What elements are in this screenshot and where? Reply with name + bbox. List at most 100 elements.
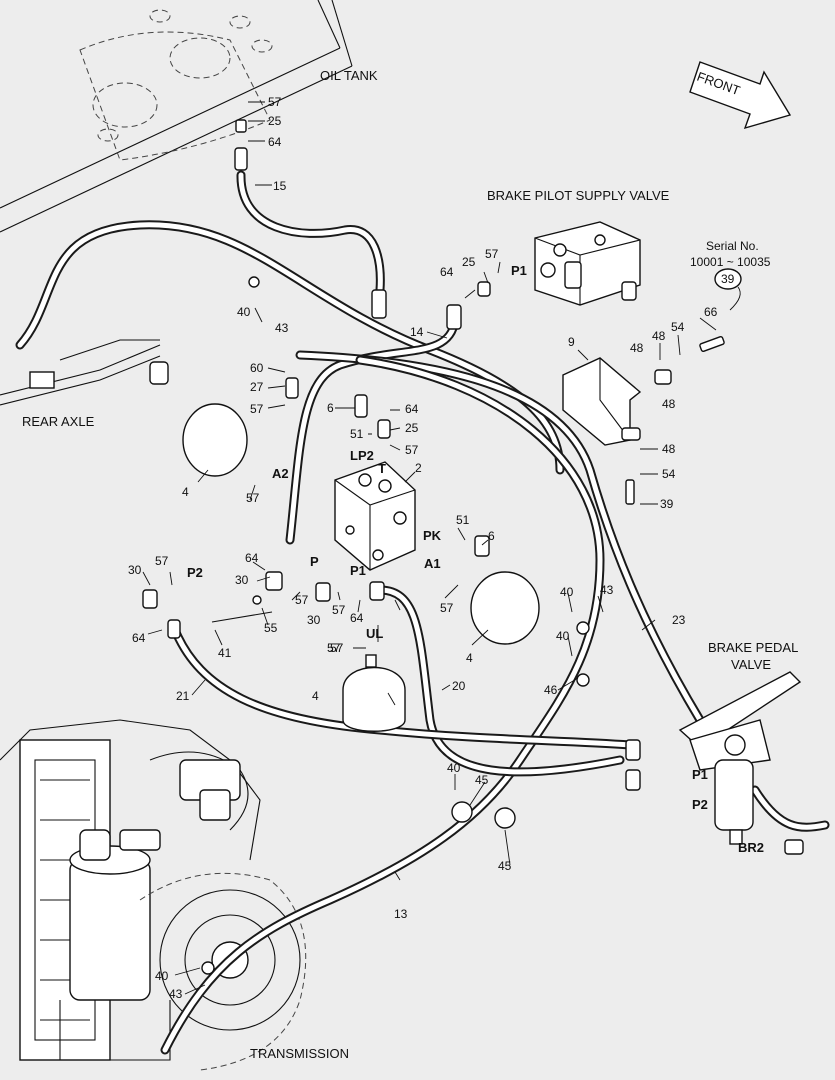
callout-number: 2 xyxy=(415,461,422,475)
callout-number: 64 xyxy=(440,265,454,279)
leader-lines xyxy=(142,101,741,995)
callout-number: 57 xyxy=(440,601,454,615)
port-t: T xyxy=(378,461,386,476)
port-p1-pedal: P1 xyxy=(692,767,708,782)
callout-number: 25 xyxy=(462,255,476,269)
callout-number: 57 xyxy=(155,554,169,568)
port-p2-pedal: P2 xyxy=(692,797,708,812)
rear-axle-illustration xyxy=(0,339,169,406)
callout-number: 15 xyxy=(273,179,287,193)
part-callouts: 57 25 64 15 64 25 57 40 43 14 66 9 48 48… xyxy=(128,95,718,1001)
serial-range: 10001 ~ 10035 xyxy=(690,255,771,269)
callout-number: 20 xyxy=(452,679,466,693)
callout-number: 57 xyxy=(250,402,264,416)
port-p1-top: P1 xyxy=(511,263,527,278)
fittings xyxy=(142,119,804,975)
callout-number: 43 xyxy=(600,583,614,597)
callout-number: 40 xyxy=(155,969,169,983)
callout-number: 48 xyxy=(630,341,644,355)
callout-number: 48 xyxy=(662,442,676,456)
callout-number: 13 xyxy=(394,907,408,921)
port-ul: UL xyxy=(366,626,383,641)
callout-number: 4 xyxy=(182,485,189,499)
callout-number: 57 xyxy=(485,247,499,261)
callout-number: 40 xyxy=(447,761,461,775)
callout-number: 27 xyxy=(250,380,264,394)
brake-pedal-valve xyxy=(678,671,802,845)
port-a1: A1 xyxy=(424,556,441,571)
callout-number: 57 xyxy=(330,641,344,655)
callout-number: 51 xyxy=(456,513,470,527)
brake-pedal-title-line2: VALVE xyxy=(731,657,771,672)
callout-number: 30 xyxy=(307,613,321,627)
transmission-illustration xyxy=(0,719,307,1071)
callout-number: 40 xyxy=(556,629,570,643)
valve-block-2 xyxy=(334,461,416,571)
brake-pedal-title-line1: BRAKE PEDAL xyxy=(708,640,798,655)
callout-number: 57 xyxy=(327,641,341,655)
accumulators xyxy=(182,403,540,732)
brake-pilot-supply-valve xyxy=(534,221,641,306)
oil-tank-illustration xyxy=(0,0,353,233)
hoses xyxy=(15,170,830,1055)
callout-number: 57 xyxy=(332,603,346,617)
callout-number: 25 xyxy=(268,114,282,128)
serial-label: Serial No. xyxy=(706,239,759,253)
callout-number: 45 xyxy=(475,773,489,787)
callout-number: 57 xyxy=(405,443,419,457)
callout-number: 30 xyxy=(235,573,249,587)
callout-number: 43 xyxy=(275,321,289,335)
oil-tank-title: OIL TANK xyxy=(320,68,378,83)
callout-number: 23 xyxy=(672,613,686,627)
callout-number: 57 xyxy=(295,593,309,607)
callout-number: 30 xyxy=(128,563,142,577)
callout-number: 6 xyxy=(488,529,495,543)
brake-pilot-supply-valve-title: BRAKE PILOT SUPPLY VALVE xyxy=(487,188,670,203)
front-direction-arrow: FRONT xyxy=(689,61,792,130)
callout-number: 40 xyxy=(237,305,251,319)
port-p2-left: P2 xyxy=(187,565,203,580)
accumulator-right xyxy=(470,571,540,645)
callout-number: 64 xyxy=(350,611,364,625)
callout-number: 57 xyxy=(268,95,282,109)
serial-ref-circle xyxy=(714,268,742,290)
callout-number: 43 xyxy=(169,987,183,1001)
port-pk: PK xyxy=(423,528,442,543)
port-p1-mid: P1 xyxy=(350,563,366,578)
callout-number: 45 xyxy=(498,859,512,873)
callout-number: 4 xyxy=(312,689,319,703)
hose-rear-loop xyxy=(15,220,565,475)
callout-number: 54 xyxy=(662,467,676,481)
callout-number: 54 xyxy=(671,320,685,334)
callout-number: 48 xyxy=(652,329,666,343)
port-labels: LP2 T A2 PK P P2 P1 A1 UL P1 P1 P2 BR2 xyxy=(187,263,764,855)
callout-number: 64 xyxy=(268,135,282,149)
callout-number: 66 xyxy=(704,305,718,319)
callout-number: 41 xyxy=(218,646,232,660)
bracket-9 xyxy=(562,357,642,446)
port-a2: A2 xyxy=(272,466,289,481)
callout-number: 60 xyxy=(250,361,264,375)
callout-number: 64 xyxy=(245,551,259,565)
callout-number: 25 xyxy=(405,421,419,435)
callout-number: 64 xyxy=(405,402,419,416)
titles: OIL TANK BRAKE PILOT SUPPLY VALVE Serial… xyxy=(22,68,798,1061)
callout-number: 57 xyxy=(246,491,260,505)
callout-number: 55 xyxy=(264,621,278,635)
callout-number: 21 xyxy=(176,689,190,703)
callout-number: 51 xyxy=(350,427,364,441)
port-p: P xyxy=(310,554,319,569)
port-lp2: LP2 xyxy=(350,448,374,463)
accumulator-lower xyxy=(342,666,406,732)
port-br2: BR2 xyxy=(738,840,764,855)
callout-number: 46 xyxy=(544,683,558,697)
transmission-title: TRANSMISSION xyxy=(250,1046,349,1061)
callout-number: 64 xyxy=(132,631,146,645)
accumulator-upper xyxy=(182,403,248,477)
rear-axle-title: REAR AXLE xyxy=(22,414,95,429)
callout-number: 48 xyxy=(662,397,676,411)
callout-number: 14 xyxy=(410,325,424,339)
callout-number: 39 xyxy=(660,497,674,511)
